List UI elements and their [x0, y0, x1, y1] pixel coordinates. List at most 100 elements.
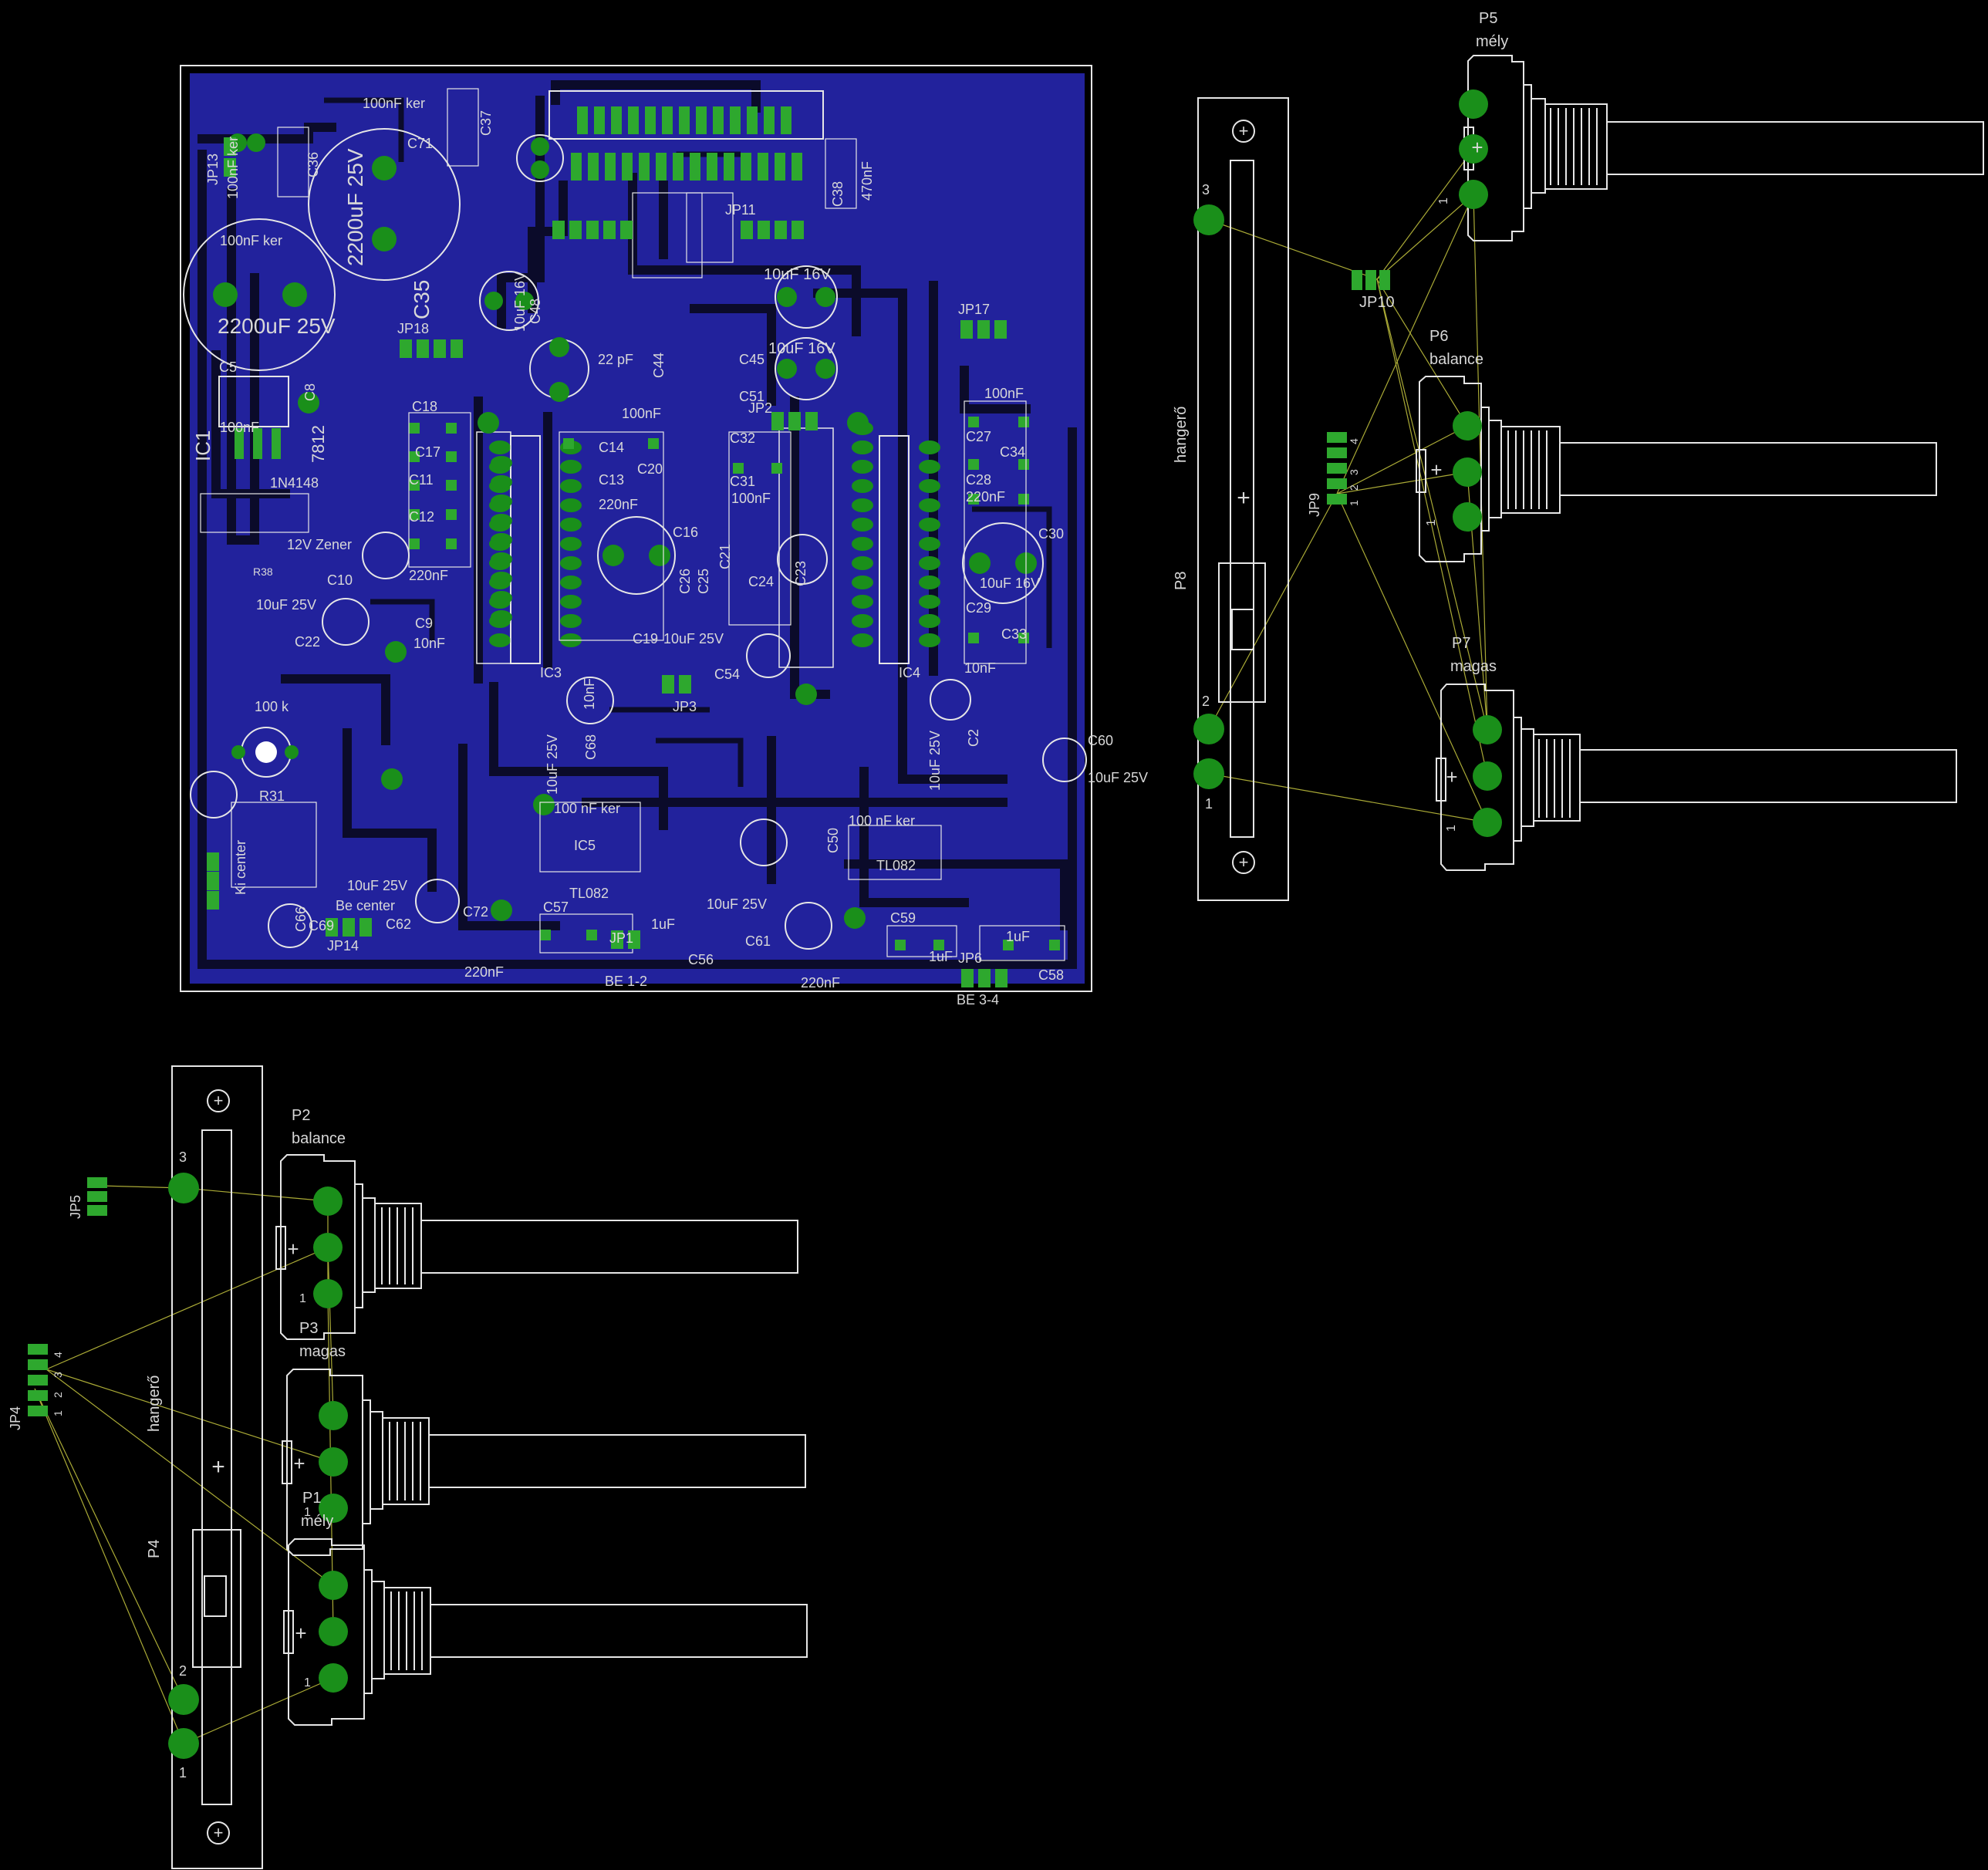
label-ic5: IC5	[574, 838, 596, 853]
label-jp3: JP3	[673, 699, 697, 714]
label-470nf: 470nF	[859, 161, 875, 201]
label-r31: R31	[259, 788, 285, 804]
potentiometer-p3[interactable]: P3 magas + 1	[282, 1320, 806, 1556]
jp4-label: JP4	[8, 1406, 23, 1430]
capacitor-2200uf-b[interactable]: 2200uF 25V	[183, 218, 336, 371]
svg-text:+: +	[287, 1237, 299, 1261]
label-7812: 7812	[309, 425, 328, 463]
label-c13: C13	[599, 472, 624, 488]
jp10-label: JP10	[1359, 294, 1395, 311]
svg-text:+: +	[214, 1823, 224, 1842]
p2-label: balance	[292, 1130, 346, 1147]
jp9-pin3-label: 3	[1348, 469, 1360, 475]
jumper-jp3[interactable]: JP3	[662, 675, 697, 714]
jumper-jp1[interactable]: JP1 BE 1-2	[605, 930, 647, 989]
jumper-jp2[interactable]: JP2	[748, 400, 818, 430]
label-100nf-c: 100nF	[984, 386, 1024, 401]
fader-p4-pin3[interactable]	[168, 1173, 199, 1203]
fader-p8-pin3[interactable]	[1193, 204, 1224, 235]
label-1uf-c: 1uF	[1006, 929, 1030, 944]
label-c18: C18	[412, 399, 437, 414]
potentiometer-p1[interactable]: P1 mély + 1	[283, 1490, 808, 1726]
capacitor-2200uf-a[interactable]: 2200uF 25V	[308, 128, 461, 281]
label-c10: C10	[327, 572, 353, 588]
jumper-jp17[interactable]: JP17	[958, 302, 1007, 339]
trimmer-100k[interactable]: 100 k	[231, 699, 299, 778]
fader-p8-pin2[interactable]	[1193, 714, 1224, 744]
right-control-panel[interactable]: + + + 3 2 1 P8 hangerő JP10 JP9	[1173, 10, 1984, 901]
label-c21: C21	[717, 544, 733, 569]
component-boxes	[200, 88, 1065, 961]
jp9-pin1-label: 1	[1348, 500, 1360, 506]
fader-p4-pin1[interactable]	[168, 1728, 199, 1759]
jumper-jp6[interactable]: JP6 BE 3-4	[957, 950, 1008, 1008]
label-c11: C11	[409, 472, 434, 488]
label-c68: C68	[583, 734, 599, 760]
fader-p4-pin2[interactable]	[168, 1684, 199, 1715]
p6-pin1-label: 1	[1425, 519, 1438, 526]
fader-p8-pin2-label: 2	[1202, 694, 1210, 709]
label-c59: C59	[890, 910, 916, 926]
label-jp6: JP6	[958, 950, 982, 966]
p3-label: magas	[299, 1343, 346, 1360]
potentiometer-p7[interactable]: P7 magas + 1	[1436, 635, 1957, 871]
p2-name: P2	[292, 1107, 310, 1124]
ic-left-socket[interactable]	[476, 431, 512, 664]
label-220nf-c: 220nF	[409, 568, 448, 583]
label-c58: C58	[1038, 967, 1064, 983]
fader-p8-pin1[interactable]	[1193, 758, 1224, 789]
label-c19-value: 10uF 25V	[663, 631, 724, 646]
label-c62: C62	[386, 916, 411, 932]
label-tl082-a: TL082	[569, 886, 609, 901]
jumper-jp9[interactable]: JP9 4 3 2 1	[1307, 432, 1360, 517]
p5-pin1-label: 1	[1437, 197, 1450, 204]
label-100nf-b: 100nF	[622, 406, 661, 421]
jp9-pin4-label: 4	[1348, 438, 1360, 444]
label-c17: C17	[415, 444, 440, 460]
label-c60: C60	[1088, 733, 1113, 748]
p7-name: P7	[1452, 635, 1470, 652]
jumper-jp5[interactable]: JP5	[68, 1177, 107, 1219]
label-c2-value: 10uF 25V	[927, 731, 943, 791]
label-c38: C38	[830, 181, 845, 207]
fader-p4[interactable]: + + + 3 2 1 P4 hangerő	[146, 1065, 263, 1869]
label-1n4148: 1N4148	[270, 475, 319, 491]
label-c44: C44	[651, 353, 667, 378]
jumper-jp18[interactable]: JP18	[397, 321, 463, 358]
pcb-board[interactable]: 2200uF 25V 2200uF 25V IC3	[180, 65, 1148, 1008]
potentiometer-p5[interactable]: P5 mély + 1	[1437, 10, 1984, 241]
label-c72: C72	[463, 904, 488, 920]
svg-text:+: +	[1239, 852, 1249, 872]
label-100nf-ker-d: 100 nF ker	[554, 801, 620, 816]
label-jp11: JP11	[725, 202, 756, 218]
label-jp17: JP17	[958, 302, 990, 317]
label-c19: C19	[633, 631, 658, 646]
label-ic4: IC4	[899, 665, 920, 680]
fader-p4-pin3-label: 3	[179, 1149, 187, 1165]
label-10uf16-b: 10uF 16V	[768, 340, 835, 357]
jumper-jp13[interactable]: JP13	[205, 137, 236, 185]
p6-name: P6	[1429, 328, 1448, 345]
label-c2: C2	[966, 729, 981, 747]
left-control-panel[interactable]: + + + 3 2 1 P4 hangerő JP5 JP4 4	[8, 1065, 808, 1869]
jumper-jp14[interactable]: JP14	[326, 918, 372, 954]
svg-text:+: +	[1446, 765, 1457, 788]
label-c37: C37	[478, 110, 494, 136]
jumper-jp10[interactable]: JP10	[1352, 270, 1395, 311]
label-c31: C31	[730, 474, 755, 489]
potentiometer-p6[interactable]: P6 balance + 1	[1416, 328, 1937, 562]
jumper-jp4[interactable]: JP4 4 3 2 1	[8, 1344, 64, 1430]
fader-p8[interactable]: + + + 3 2 1 P8 hangerő	[1173, 97, 1289, 901]
potentiometer-p2[interactable]: P2 balance + 1	[275, 1107, 798, 1340]
svg-text:+: +	[1239, 121, 1249, 140]
label-220nf-bottom-a: 220nF	[464, 964, 504, 980]
label-c62-value: 10uF 25V	[347, 878, 407, 893]
ic1-regulator[interactable]: IC1 7812 100nF C5	[191, 359, 328, 463]
p5-label: mély	[1476, 33, 1508, 50]
jp4-pin1-label: 1	[52, 1410, 64, 1416]
jumper-jp11[interactable]: JP11	[725, 202, 804, 239]
label-c25: C25	[696, 569, 711, 594]
label-c24: C24	[748, 574, 774, 589]
label-ic1: IC1	[191, 430, 214, 461]
